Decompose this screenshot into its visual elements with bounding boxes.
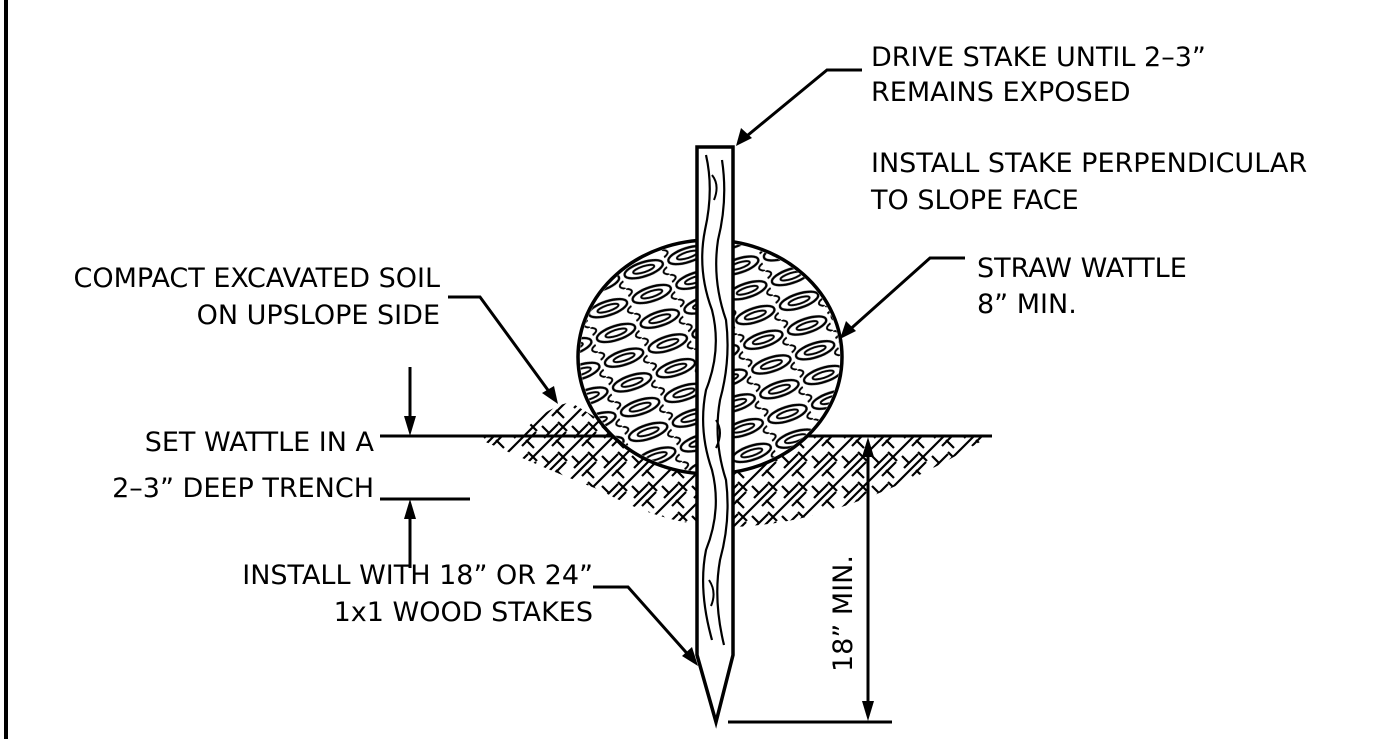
label-stakes-line1: INSTALL WITH 18” OR 24” [242,560,593,591]
leader-compact-soil [448,295,558,404]
label-compact-soil-line1: COMPACT EXCAVATED SOIL [73,263,440,294]
leader-straw-wattle [840,256,965,339]
leader-drive-stake [736,68,862,146]
label-drive-stake-line2: REMAINS EXPOSED [871,77,1131,108]
label-drive-stake-line1: DRIVE STAKE UNTIL 2–3” [871,42,1206,73]
trench-depth-dimension [380,367,470,568]
label-straw-wattle-line2: 8” MIN. [977,289,1077,320]
label-trench-line1: SET WATTLE IN A [145,427,375,458]
label-perpendicular-line1: INSTALL STAKE PERPENDICULAR [871,148,1307,179]
label-compact-soil-line2: ON UPSLOPE SIDE [197,300,440,331]
label-straw-wattle-line1: STRAW WATTLE [977,253,1187,284]
label-trench-line2: 2–3” DEEP TRENCH [112,473,374,504]
stake-depth-dimension [728,437,892,724]
wood-stake [695,145,735,729]
label-stake-depth: 18” MIN. [828,555,859,672]
compacted-soil-mound [520,402,610,436]
label-stakes-line2: 1x1 WOOD STAKES [334,597,593,628]
leader-wood-stakes [593,585,698,666]
label-perpendicular-line2: TO SLOPE FACE [870,185,1079,216]
